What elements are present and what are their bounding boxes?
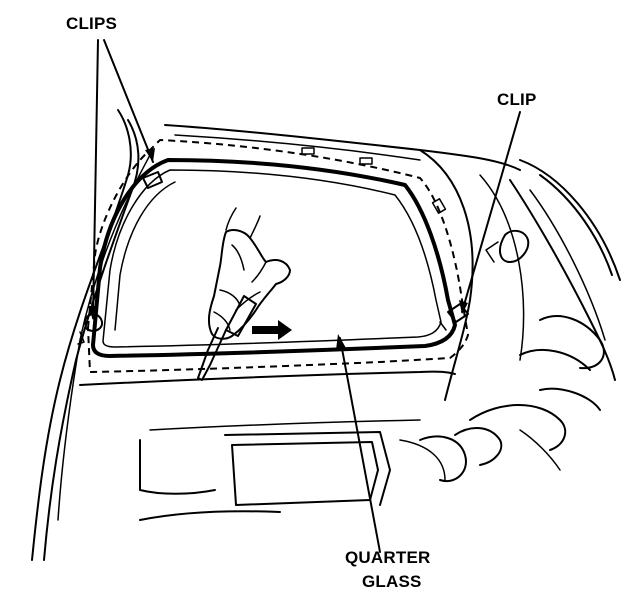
- quarter-glass-label-line2: GLASS: [362, 572, 422, 591]
- glass-flange-dashed-outline: [87, 139, 469, 373]
- quarter-glass: [91, 158, 457, 358]
- clip-left-top-icon: [142, 171, 163, 189]
- cut-direction-arrow-icon: [252, 320, 292, 340]
- hand-with-knife-icon: [197, 207, 291, 381]
- leader-lines: [88, 39, 521, 553]
- rear-pillar-structure: [454, 159, 621, 471]
- body-panel-outline: [31, 109, 525, 561]
- clip-callout-label: CLIP: [497, 90, 537, 109]
- quarter-glass-label-line1: QUARTER: [345, 548, 431, 567]
- lower-trim: [79, 370, 467, 521]
- clip-left-bottom-icon: [77, 313, 104, 345]
- clip-right-icon: [439, 303, 469, 331]
- clips-callout-label: CLIPS: [66, 14, 118, 33]
- panel-slots: [301, 147, 447, 214]
